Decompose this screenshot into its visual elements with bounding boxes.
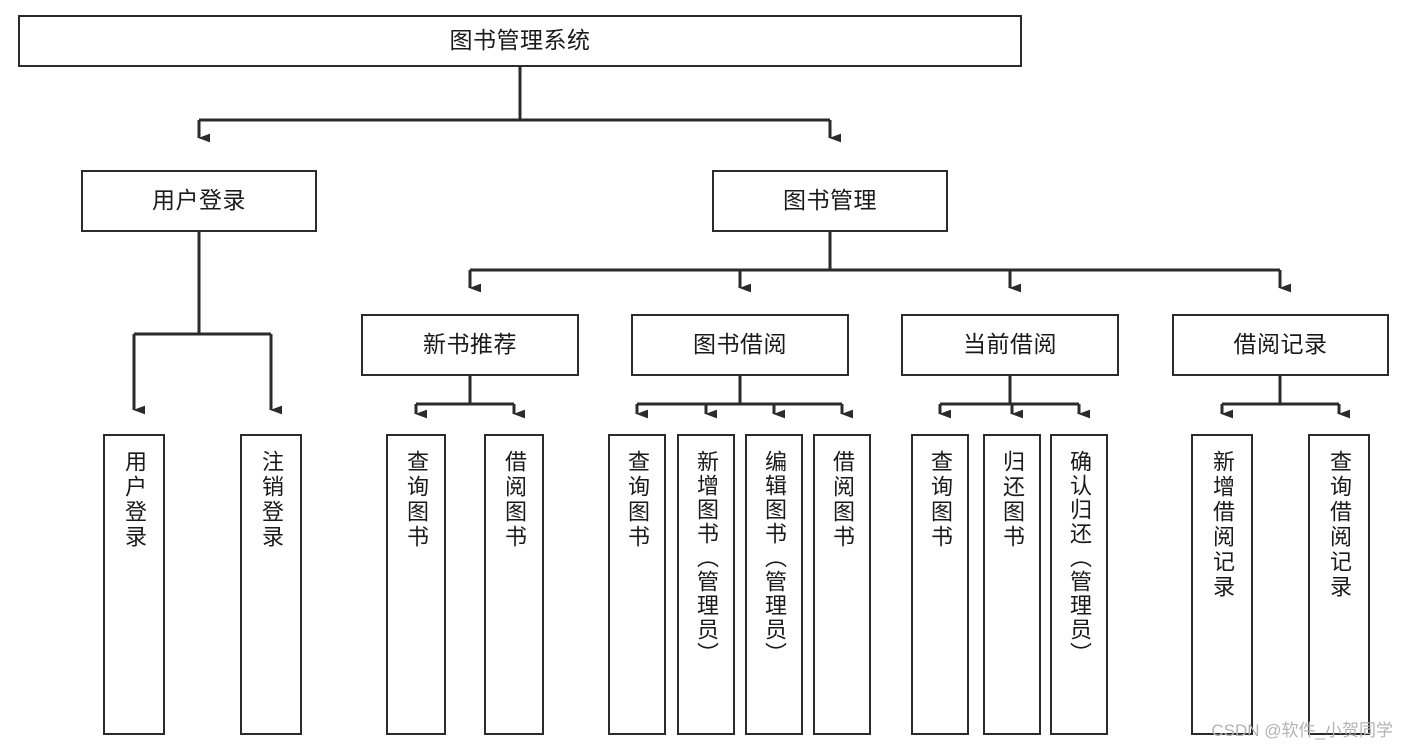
leaf-logout-label: 注销登录 xyxy=(258,450,284,550)
node-new-book-recommend[interactable]: 新书推荐 xyxy=(361,314,579,376)
leaf-query-borrow-record-label: 查询借阅记录 xyxy=(1326,450,1352,600)
leaf-query-book-1-label: 查询图书 xyxy=(403,450,429,550)
leaf-query-book-1[interactable]: 查询图书 xyxy=(386,434,446,735)
leaf-user-login[interactable]: 用户登录 xyxy=(103,434,165,735)
leaf-query-book-2-label: 查询图书 xyxy=(624,450,650,550)
leaf-borrow-book-2-label: 借阅图书 xyxy=(829,450,855,550)
leaf-borrow-book-1[interactable]: 借阅图书 xyxy=(484,434,544,735)
leaf-user-login-label: 用户登录 xyxy=(121,450,147,550)
node-root[interactable]: 图书管理系统 xyxy=(18,15,1022,67)
leaf-confirm-return-admin[interactable]: 确认归还（管理员） xyxy=(1050,434,1108,735)
node-user-login[interactable]: 用户登录 xyxy=(81,170,317,232)
leaf-add-book-admin-label: 新增图书（管理员） xyxy=(693,450,719,666)
node-current-borrow-label: 当前借阅 xyxy=(963,331,1057,358)
leaf-edit-book-admin[interactable]: 编辑图书（管理员） xyxy=(745,434,803,735)
node-root-label: 图书管理系统 xyxy=(449,27,591,54)
node-current-borrow[interactable]: 当前借阅 xyxy=(901,314,1119,376)
node-book-borrow-label: 图书借阅 xyxy=(693,331,787,358)
leaf-add-borrow-record-label: 新增借阅记录 xyxy=(1209,450,1235,600)
leaf-return-book-label: 归还图书 xyxy=(999,450,1025,550)
node-borrow-records[interactable]: 借阅记录 xyxy=(1172,314,1389,376)
node-book-management[interactable]: 图书管理 xyxy=(712,170,948,232)
leaf-add-book-admin[interactable]: 新增图书（管理员） xyxy=(677,434,735,735)
leaf-query-book-2[interactable]: 查询图书 xyxy=(608,434,666,735)
leaf-return-book[interactable]: 归还图书 xyxy=(983,434,1041,735)
leaf-add-borrow-record[interactable]: 新增借阅记录 xyxy=(1191,434,1253,735)
leaf-confirm-return-admin-label: 确认归还（管理员） xyxy=(1066,450,1092,666)
leaf-borrow-book-2[interactable]: 借阅图书 xyxy=(813,434,871,735)
leaf-query-book-3[interactable]: 查询图书 xyxy=(911,434,969,735)
leaf-query-borrow-record[interactable]: 查询借阅记录 xyxy=(1308,434,1370,735)
node-borrow-records-label: 借阅记录 xyxy=(1233,331,1328,358)
leaf-borrow-book-1-label: 借阅图书 xyxy=(501,450,527,550)
node-new-book-recommend-label: 新书推荐 xyxy=(423,331,517,358)
node-book-borrow[interactable]: 图书借阅 xyxy=(631,314,849,376)
leaf-logout[interactable]: 注销登录 xyxy=(240,434,302,735)
node-user-login-label: 用户登录 xyxy=(152,187,246,214)
leaf-edit-book-admin-label: 编辑图书（管理员） xyxy=(761,450,787,666)
leaf-query-book-3-label: 查询图书 xyxy=(927,450,953,550)
node-book-management-label: 图书管理 xyxy=(783,187,877,214)
